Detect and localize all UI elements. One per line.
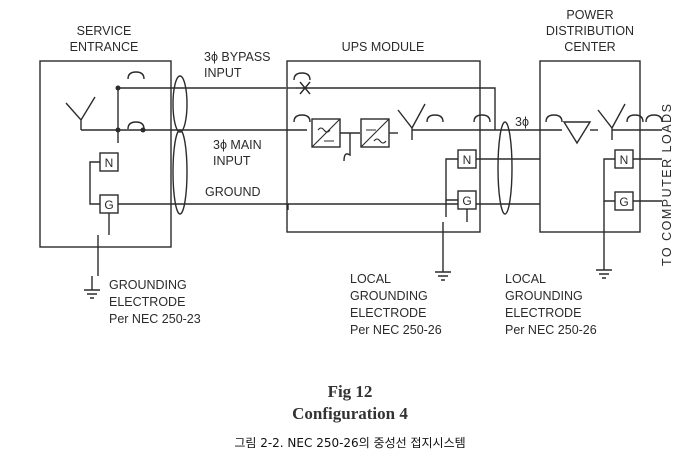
ups-module: UPS MODULE N G (286, 40, 496, 281)
pdc-bonding-jumper (603, 158, 615, 202)
transformer-icon (562, 121, 592, 145)
output-feeder: 3ϕ (476, 115, 540, 215)
ups-electrode-label-1: LOCAL (350, 272, 391, 286)
figure-number: Fig 12 (327, 382, 373, 401)
main-input-label-2: INPUT (213, 154, 251, 168)
pdc-label-1: POWER (566, 8, 613, 22)
pdc-electrode-label-2: GROUNDING (505, 289, 583, 303)
figure-subtitle: Configuration 4 (292, 404, 408, 423)
service-ground-label: G (104, 198, 113, 212)
service-entrance-label-2: ENTRANCE (70, 40, 139, 54)
pdc-earth-icon (596, 269, 612, 279)
ups-earth-icon (435, 271, 451, 281)
output-3phase-label: 3ϕ (515, 115, 529, 129)
pdc-electrode-label-4: Per NEC 250-26 (505, 323, 597, 337)
ups-neutral-label: N (463, 153, 472, 167)
pdc-label-2: DISTRIBUTION (546, 24, 634, 38)
bypass-conduit (172, 75, 188, 133)
ground-conductor (118, 203, 289, 210)
service-electrode-label-1: GROUNDING (109, 278, 187, 292)
ups-bonding-jumper (445, 158, 458, 201)
pdc-box (539, 60, 641, 233)
service-earth-icon (84, 276, 100, 299)
service-neutral-label: N (105, 156, 114, 170)
pdc-ground-label: G (619, 195, 628, 209)
ground-label: GROUND (205, 185, 261, 199)
service-entrance: SERVICE ENTRANCE N G (39, 24, 172, 248)
figure-caption-korean: 그림 2-2. NEC 250-26의 중성선 접지시스템 (234, 436, 466, 450)
ups-electrode-label-4: Per NEC 250-26 (350, 323, 442, 337)
service-electrode-label-3: Per NEC 250-23 (109, 312, 201, 326)
service-electrode-label-2: ELECTRODE (109, 295, 185, 309)
service-bonding-jumper (89, 161, 100, 205)
output-conduit (497, 121, 513, 215)
bypass-input-label-1: 3ϕ BYPASS (204, 50, 271, 64)
ups-output-breaker-icon (397, 103, 426, 140)
service-grounding-electrode: GROUNDING ELECTRODE Per NEC 250-23 (84, 235, 201, 326)
feeders: 3ϕ BYPASS INPUT 3ϕ MAIN INPUT GROUND (115, 50, 289, 215)
bypass-input-label-2: INPUT (204, 66, 242, 80)
main-input-label-1: 3ϕ MAIN (213, 138, 262, 152)
pdc-electrode-label-1: LOCAL (505, 272, 546, 286)
to-computer-loads-label: TO COMPUTER LOADS (660, 103, 674, 266)
pdc-neutral-label: N (620, 153, 629, 167)
ups-electrode-label-3: ELECTRODE (350, 306, 426, 320)
pdc-electrode-label-3: ELECTRODE (505, 306, 581, 320)
main-conduit (172, 129, 188, 215)
service-entrance-label-1: SERVICE (77, 24, 132, 38)
service-breaker-icon (65, 96, 96, 130)
power-distribution-center: POWER DISTRIBUTION CENTER N G (539, 8, 663, 279)
pdc-breaker-icon (597, 103, 626, 140)
static-bypass-switch-icon (296, 81, 312, 95)
ups-electrode-label-2: GROUNDING (350, 289, 428, 303)
ups-ground-label: G (462, 194, 471, 208)
service-entrance-box (39, 60, 172, 248)
dc-link (340, 132, 360, 162)
ups-module-label: UPS MODULE (342, 40, 425, 54)
pdc-grounding-electrode: LOCAL GROUNDING ELECTRODE Per NEC 250-26 (505, 272, 597, 337)
grounding-diagram: SERVICE ENTRANCE N G GROUNDING ELECTRODE… (39, 8, 674, 337)
ups-grounding-electrode: LOCAL GROUNDING ELECTRODE Per NEC 250-26 (350, 272, 442, 337)
pdc-label-3: CENTER (564, 40, 615, 54)
ups-module-box (286, 60, 481, 233)
